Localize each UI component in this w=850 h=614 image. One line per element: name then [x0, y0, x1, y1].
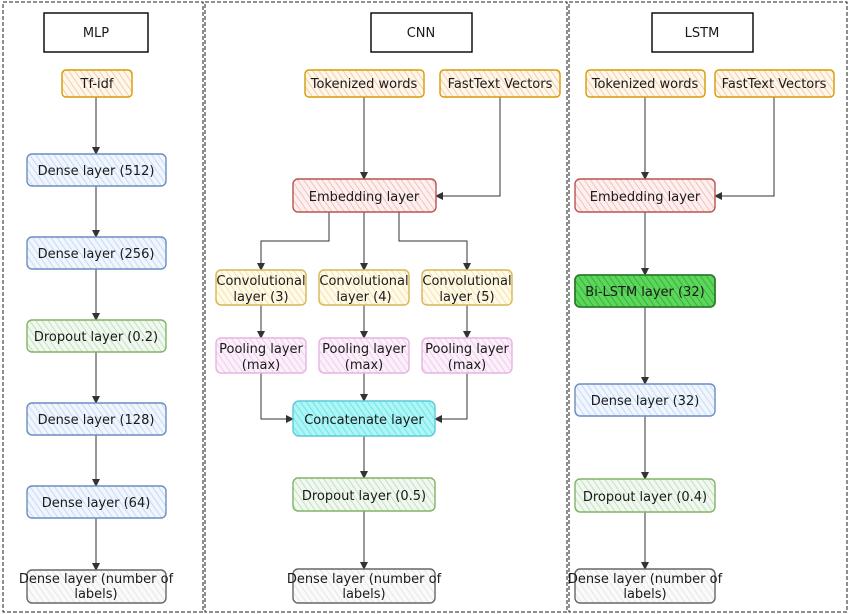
- node-cnn-pool-4: Pooling layer (max): [318, 337, 410, 374]
- node-label: Dense layer (64): [42, 496, 151, 511]
- node-label: Convolutional: [422, 274, 511, 289]
- node-label: Dense layer (512): [38, 164, 155, 179]
- column-title-text: LSTM: [685, 26, 720, 41]
- edge-cnn-pool3-concat: [260, 373, 294, 423]
- cnn-panel: [204, 1, 568, 613]
- node-label: Dropout layer (0.2): [34, 330, 158, 345]
- node-label: Tf-idf: [80, 77, 114, 92]
- node-label: Convolutional: [216, 274, 305, 289]
- node-label: Dense layer (number of: [19, 572, 174, 587]
- node-label: Concatenate layer: [304, 413, 424, 428]
- node-label: Pooling layer: [322, 342, 406, 357]
- node-cnn-fasttext-vectors: FastText Vectors: [439, 69, 561, 98]
- node-label: Dropout layer (0.5): [302, 489, 426, 504]
- node-mlp-dense-512: Dense layer (512): [26, 153, 167, 187]
- mlp-panel: [2, 1, 204, 613]
- node-label: Dense layer (number of: [568, 572, 723, 587]
- node-cnn-dropout-05: Dropout layer (0.5): [292, 477, 436, 512]
- node-cnn-conv-4: Convolutional layer (4): [318, 269, 410, 306]
- node-lstm-tokenized-words: Tokenized words: [585, 69, 706, 98]
- node-cnn-embedding: Embedding layer: [292, 178, 437, 213]
- node-label: Dropout layer (0.4): [583, 490, 707, 505]
- edge-lstm-fasttext-embedding: [714, 97, 775, 200]
- node-label: Pooling layer: [425, 342, 509, 357]
- node-label: Pooling layer: [219, 342, 303, 357]
- node-lstm-dense-32: Dense layer (32): [574, 383, 716, 417]
- node-label: labels): [74, 587, 117, 602]
- node-lstm-fasttext-vectors: FastText Vectors: [714, 69, 835, 98]
- node-cnn-conv-5: Convolutional layer (5): [421, 269, 513, 306]
- node-mlp-output: Dense layer (number of labels): [19, 569, 174, 604]
- node-label: Embedding layer: [590, 190, 701, 205]
- column-title-cnn: CNN: [370, 12, 473, 53]
- node-label: Tokenized words: [591, 77, 699, 92]
- node-mlp-dense-128: Dense layer (128): [26, 402, 167, 436]
- node-label: FastText Vectors: [722, 77, 827, 92]
- column-title-mlp: MLP: [43, 12, 149, 53]
- node-label: layer (4): [336, 290, 391, 305]
- node-label: Embedding layer: [309, 190, 420, 205]
- node-label: Dense layer (32): [591, 394, 700, 409]
- node-cnn-pool-5: Pooling layer (max): [421, 337, 513, 374]
- edge-cnn-pool5-concat: [434, 373, 468, 423]
- node-label: layer (3): [233, 290, 288, 305]
- node-label: labels): [623, 587, 666, 602]
- edge-cnn-fasttext-embedding: [435, 97, 501, 200]
- node-label: Tokenized words: [310, 77, 418, 92]
- edges: [92, 97, 775, 571]
- node-label: FastText Vectors: [448, 77, 553, 92]
- column-title-lstm: LSTM: [651, 12, 754, 53]
- edge-cnn-embedding-conv5: [398, 212, 471, 271]
- node-lstm-output: Dense layer (number of labels): [568, 568, 723, 604]
- column-title-text: CNN: [407, 26, 436, 41]
- node-cnn-output: Dense layer (number of labels): [287, 568, 442, 604]
- node-label: (max): [448, 358, 486, 373]
- node-lstm-embedding: Embedding layer: [574, 178, 716, 213]
- node-label: Bi-LSTM layer (32): [585, 285, 704, 300]
- node-mlp-dense-256: Dense layer (256): [26, 236, 167, 270]
- node-cnn-concatenate: Concatenate layer: [292, 400, 436, 437]
- node-lstm-dropout-04: Dropout layer (0.4): [574, 478, 716, 513]
- node-tfidf: Tf-idf: [61, 69, 133, 98]
- lstm-panel: [568, 1, 848, 613]
- node-cnn-pool-3: Pooling layer (max): [215, 337, 307, 374]
- node-label: (max): [345, 358, 383, 373]
- node-label: labels): [342, 587, 385, 602]
- node-lstm-bilstm-32: Bi-LSTM layer (32): [574, 274, 716, 308]
- node-cnn-tokenized-words: Tokenized words: [304, 69, 425, 98]
- node-label: (max): [242, 358, 280, 373]
- node-mlp-dense-64: Dense layer (64): [26, 485, 167, 519]
- node-mlp-dropout-02: Dropout layer (0.2): [26, 319, 167, 353]
- node-cnn-conv-3: Convolutional layer (3): [215, 269, 307, 306]
- node-label: Dense layer (number of: [287, 572, 442, 587]
- edge-cnn-embedding-conv3: [257, 212, 330, 271]
- column-title-text: MLP: [83, 26, 109, 41]
- node-label: Convolutional: [319, 274, 408, 289]
- node-label: layer (5): [439, 290, 494, 305]
- node-label: Dense layer (128): [38, 413, 155, 428]
- node-label: Dense layer (256): [38, 247, 155, 262]
